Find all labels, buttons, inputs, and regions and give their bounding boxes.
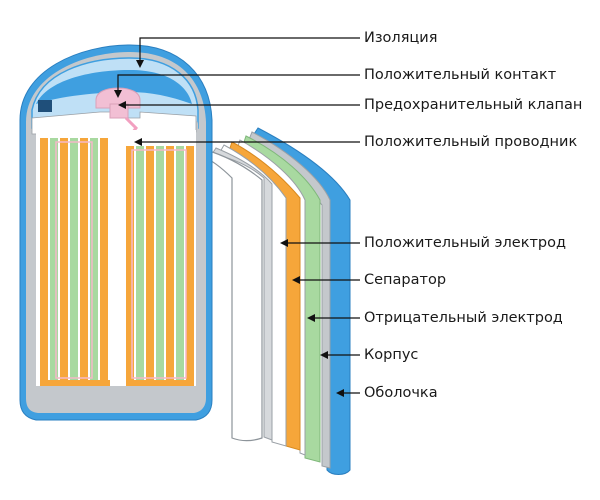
label-case: Корпус <box>364 347 419 363</box>
label-shell: Оболочка <box>364 385 438 401</box>
label-positive-conductor: Положительный проводник <box>364 134 578 150</box>
front-sheet-layer <box>198 149 263 442</box>
leader-positive-contact <box>117 74 360 92</box>
leader-lines <box>117 37 360 394</box>
arrowhead-positive-conductor <box>134 138 142 146</box>
label-insulation: Изоляция <box>364 30 438 46</box>
label-safety-valve: Предохранительный клапан <box>364 97 583 113</box>
label-positive-electrode: Положительный электрод <box>364 235 566 251</box>
can-bottom <box>32 386 198 408</box>
can-bottom-orange-2 <box>126 380 194 386</box>
seal-left <box>38 100 52 112</box>
arrowhead-positive-contact <box>114 90 122 98</box>
label-negative-electrode: Отрицательный электрод <box>364 310 563 326</box>
arrowhead-insulation <box>136 60 144 68</box>
label-positive-contact: Положительный контакт <box>364 67 557 83</box>
arrowhead-separator <box>292 276 300 284</box>
arrowhead-positive-electrode <box>280 239 288 247</box>
leader-arrowheads <box>114 60 344 397</box>
label-separator: Сепаратор <box>364 272 447 288</box>
can-electrode-stripes <box>36 130 196 402</box>
can-bottom-orange <box>40 380 110 386</box>
leader-insulation <box>139 37 360 62</box>
arrowhead-shell <box>336 389 344 397</box>
arrowhead-negative-electrode <box>307 314 315 322</box>
unrolled-layers <box>198 127 351 475</box>
arrowhead-safety-valve <box>118 101 126 109</box>
insulation-band <box>36 70 192 104</box>
battery-can <box>19 44 213 421</box>
arrowhead-case <box>320 351 328 359</box>
